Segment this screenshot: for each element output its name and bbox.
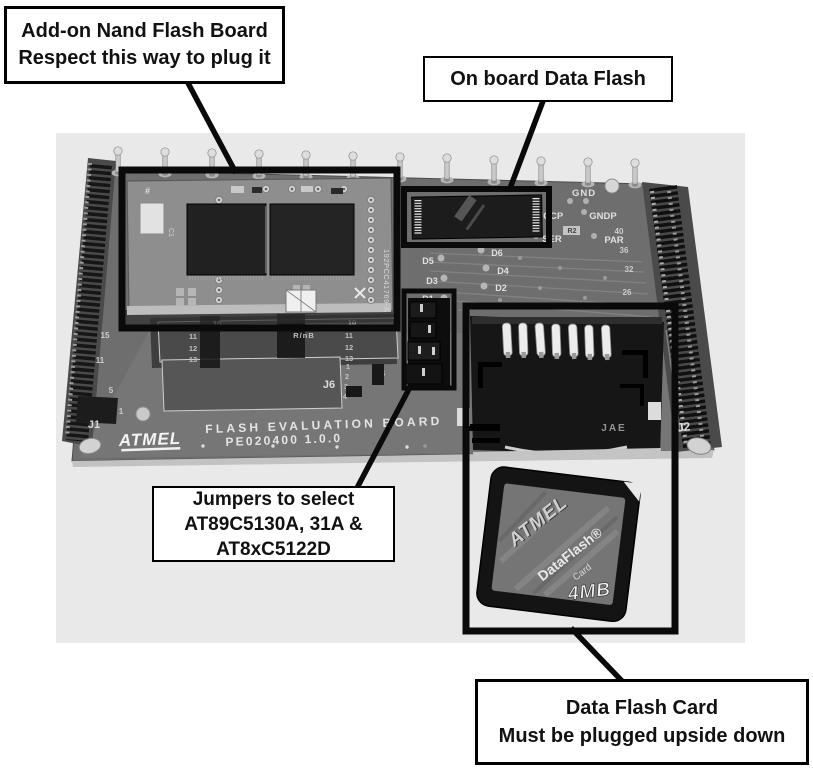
jumper-annotation-outline — [401, 288, 457, 391]
card-label-texture — [497, 490, 619, 595]
silk-j1: J1 — [88, 419, 100, 431]
j1-header — [62, 158, 116, 447]
svg-text:26: 26 — [623, 288, 632, 297]
svg-text:13: 13 — [345, 354, 353, 363]
svg-text:11: 11 — [189, 332, 197, 341]
silk-pad — [135, 406, 151, 422]
j1-pin-numbers: 15 11 5 1 — [96, 331, 124, 416]
callout-card-line2: Must be plugged upside down — [498, 725, 786, 747]
jumper-block — [405, 298, 450, 386]
card-label-texture — [498, 503, 620, 598]
svg-text:4: 4 — [343, 392, 348, 401]
leader-line-card — [569, 626, 624, 683]
silk-d3: D3 — [426, 276, 438, 286]
svg-text:11: 11 — [96, 356, 105, 365]
leader-line-nand — [185, 81, 239, 175]
silk-r2: R2 — [568, 228, 577, 235]
silk-d6: D6 — [491, 248, 503, 258]
silk-d2: D2 — [495, 283, 507, 293]
svg-text:1: 1 — [119, 407, 124, 416]
svg-text:12: 12 — [189, 344, 197, 353]
mounting-hole — [78, 437, 102, 455]
capacitor-c1 — [139, 202, 165, 235]
svg-text:2: 2 — [345, 372, 349, 381]
addon-part-number: 192PCC41769-A — [382, 249, 391, 312]
addon-top-components — [231, 186, 343, 194]
callout-dataflash-card: Data Flash Card Must be plugged upside d… — [475, 679, 809, 765]
silk-rnb: R/nB — [293, 331, 315, 340]
silk-version: PE020400 1.0.0 — [225, 431, 342, 449]
addon-nand-board: # C1 — [124, 177, 394, 326]
atmel-logo-silk: ATMEL — [118, 429, 182, 450]
silk-j6: J6 — [323, 379, 335, 391]
addon-bottom-components — [176, 285, 366, 313]
silk-ser: SER — [542, 234, 562, 245]
card-socket: JAE — [457, 316, 664, 461]
silk-d4: D4 — [497, 266, 509, 276]
mounting-hole — [604, 178, 620, 194]
silk-c1: C1 — [167, 228, 174, 237]
leader-line-jumpers — [354, 387, 412, 490]
leader-line-flash — [506, 100, 546, 192]
socket-pad — [648, 402, 661, 420]
socket-slots — [466, 350, 648, 443]
callout-nand-line1: Add-on Nand Flash Board — [21, 20, 268, 42]
nand-annotation-outline — [118, 166, 401, 332]
svg-text:36: 36 — [620, 246, 629, 255]
svg-text:13: 13 — [189, 355, 197, 364]
callout-onboard-flash: On board Data Flash — [423, 56, 673, 102]
svg-text:15: 15 — [101, 331, 110, 340]
nand-flash-chips — [186, 203, 355, 280]
dataflash-card: ATMEL ATMEL DataFlash® Card 4MB — [476, 466, 642, 623]
flash-annotation-outline — [401, 186, 552, 248]
callout-jumpers-line3: AT8xC5122D — [216, 538, 331, 560]
svg-text:11: 11 — [345, 331, 353, 340]
callout-nand-board: Add-on Nand Flash Board Respect this way… — [4, 6, 285, 84]
card-notch — [623, 481, 642, 502]
silk-par: PAR — [604, 235, 623, 246]
socket-contacts — [501, 322, 612, 361]
j2-header — [642, 182, 722, 452]
onboard-flash-chip — [411, 194, 543, 240]
svg-text:1: 1 — [346, 362, 350, 371]
svg-text:5: 5 — [109, 386, 114, 395]
callout-onboard-flash-text: On board Data Flash — [450, 67, 646, 90]
silk-gnd: GND — [572, 188, 596, 199]
silk-gndp: GNDP — [589, 211, 617, 222]
callout-card-line1: Data Flash Card — [565, 697, 719, 719]
silk-dots — [201, 444, 409, 449]
silk-j2: J2 — [676, 419, 691, 434]
svg-text:12: 12 — [345, 343, 353, 352]
svg-text:32: 32 — [625, 265, 634, 274]
callout-nand-line2: Respect this way to plug it — [18, 47, 271, 69]
mounting-hole — [686, 437, 712, 455]
callout-jumpers-line2: AT89C5130A, 31A & — [184, 513, 363, 535]
callout-jumpers: Jumpers to select AT89C5130A, 31A & AT8x… — [152, 486, 395, 562]
socket-brand: JAE — [601, 423, 626, 434]
silk-d5: D5 — [422, 256, 434, 266]
silk-hash: # — [145, 186, 150, 196]
svg-text:40: 40 — [615, 227, 624, 236]
callout-jumpers-line1: Jumpers to select — [192, 488, 355, 510]
